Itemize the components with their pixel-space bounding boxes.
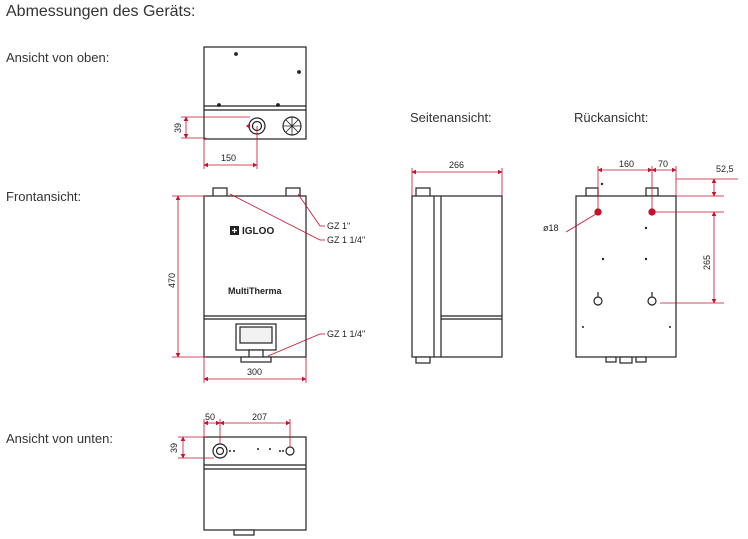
dim-front-width: 300	[247, 367, 262, 377]
dim-bottom-spacing: 207	[252, 412, 267, 422]
model-name: MultiTherma	[228, 286, 282, 296]
label-top-view: Ansicht von oben:	[6, 50, 110, 65]
label-back-view: Rückansicht:	[574, 110, 649, 125]
label-front-view: Frontansicht:	[6, 189, 82, 204]
top-view-dimensions	[181, 116, 258, 169]
front-view-drawing	[203, 187, 307, 363]
back-view-dimensions	[565, 166, 738, 304]
side-view-dimensions	[411, 168, 503, 196]
igloo-logo-icon	[230, 226, 239, 235]
label-side-view: Seitenansicht:	[410, 110, 492, 125]
dim-bottom-offset: 50	[205, 412, 215, 422]
dim-top-depth: 39	[173, 123, 183, 133]
bottom-view-dimensions	[178, 419, 291, 459]
brand-logo-text: IGLOO	[242, 226, 274, 237]
page-title: Abmessungen des Geräts:	[6, 3, 196, 20]
dim-top-offset: 150	[221, 153, 236, 163]
dim-back-height: 265	[702, 255, 712, 270]
label-bottom-view: Ansicht von unten:	[6, 431, 113, 446]
dim-front-height: 470	[167, 273, 177, 288]
conn-gz1: GZ 1"	[327, 221, 350, 231]
back-view-markers	[582, 182, 671, 328]
side-view-drawing	[411, 187, 503, 364]
dim-side-width: 266	[449, 160, 464, 170]
back-view-drawing	[575, 187, 677, 364]
top-view-drawing	[203, 46, 307, 140]
bottom-view-drawing	[203, 436, 307, 536]
conn-gz114-top: GZ 1 1/4"	[327, 235, 365, 245]
dim-back-hole: ø18	[543, 223, 559, 233]
front-view-dimensions	[172, 193, 325, 383]
dim-back-edge: 52,5	[716, 164, 734, 174]
dim-bottom-depth: 39	[169, 443, 179, 453]
bottom-view-markers	[229, 448, 284, 452]
dim-back-offset: 70	[658, 159, 668, 169]
conn-gz114-bottom: GZ 1 1/4"	[327, 329, 365, 339]
dim-back-spacing: 160	[619, 159, 634, 169]
